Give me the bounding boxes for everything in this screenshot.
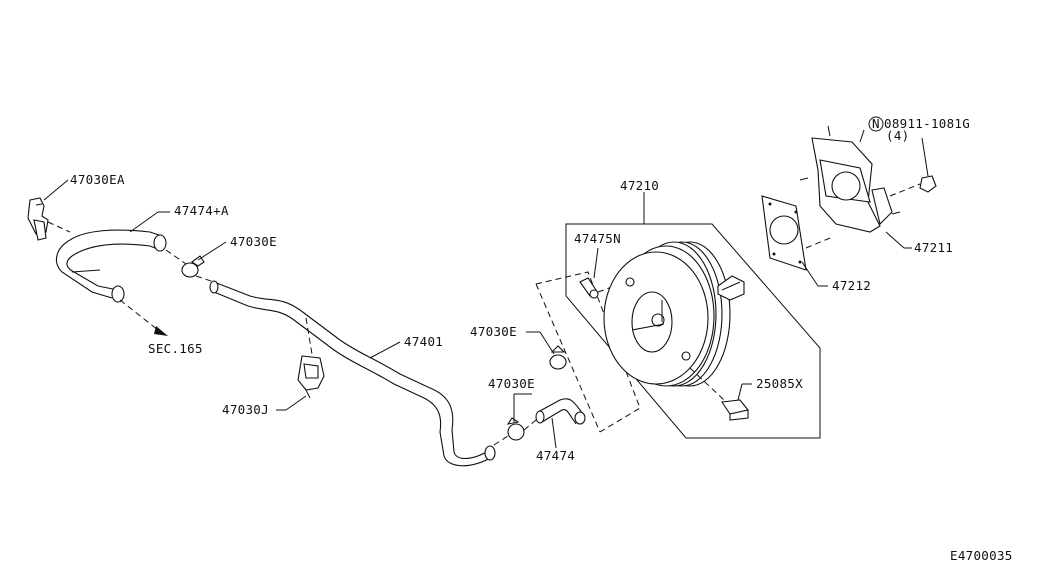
hose-clamp-icon xyxy=(549,345,567,370)
gasket-icon xyxy=(761,195,807,271)
hose-47474A-icon xyxy=(55,229,167,303)
hose-47401-icon xyxy=(209,280,496,467)
label-47474A: 47474+A xyxy=(174,203,229,218)
label-47474: 47474 xyxy=(536,448,575,463)
label-47212: 47212 xyxy=(832,278,871,293)
part-circle-icon: N xyxy=(868,116,884,132)
label-bolt-qty: (4) xyxy=(886,128,909,143)
clip-47030J-icon xyxy=(297,355,325,399)
hose-clamp-icon xyxy=(181,255,205,278)
label-47030EA: 47030EA xyxy=(70,172,125,187)
hose-47474-icon xyxy=(535,398,586,425)
brake-booster-icon xyxy=(603,241,745,387)
leader-47030EA xyxy=(43,179,69,201)
nut-icon xyxy=(919,175,937,193)
label-47475N: 47475N xyxy=(574,231,621,246)
label-sec165: SEC.165 xyxy=(148,341,203,356)
label-bolt-circle: N xyxy=(872,116,880,131)
arrow-icon xyxy=(154,326,168,336)
clip-25085X-icon xyxy=(721,399,749,421)
label-bolt-part: 08911-1081G xyxy=(884,116,970,131)
label-47030E-mid: 47030E xyxy=(470,324,517,339)
diagram-code: E4700035 xyxy=(950,548,1013,563)
label-47211: 47211 xyxy=(914,240,953,255)
bracket-icon xyxy=(799,125,901,233)
label-25085X: 25085X xyxy=(756,376,803,391)
label-47030J: 47030J xyxy=(222,402,269,417)
label-47030E-top: 47030E xyxy=(230,234,277,249)
label-47401: 47401 xyxy=(404,334,443,349)
booster-frame xyxy=(565,223,821,439)
label-47210: 47210 xyxy=(620,178,659,193)
hose-clamp-icon xyxy=(506,417,525,441)
label-47030E-low: 47030E xyxy=(488,376,535,391)
connector-47030EA-icon xyxy=(27,197,49,241)
